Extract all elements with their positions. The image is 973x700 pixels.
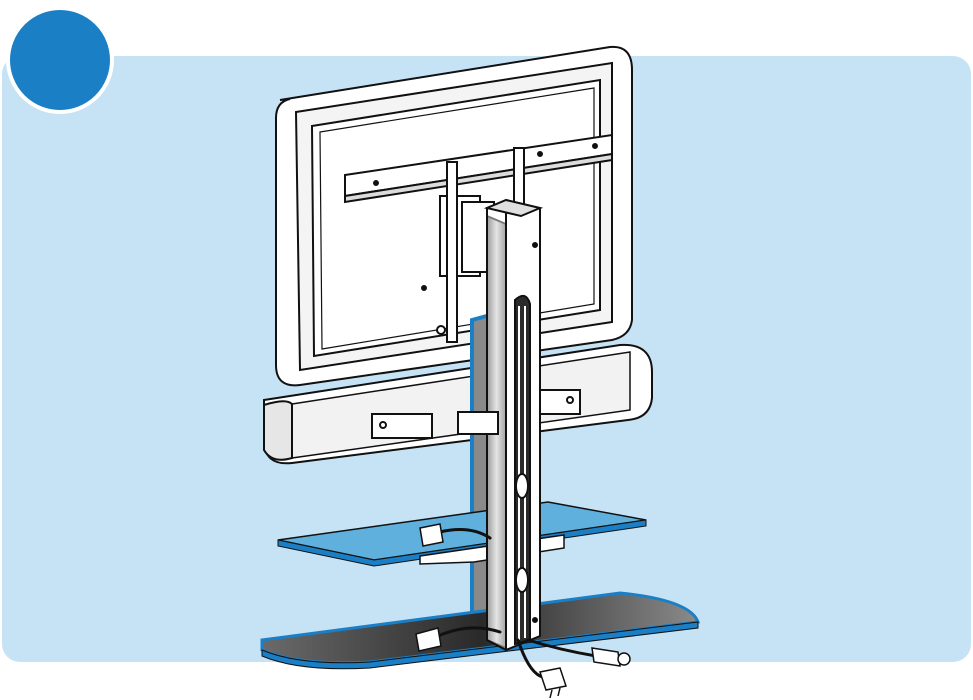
- power-plug-icon: [415, 523, 567, 699]
- stand-column-icon: [457, 198, 544, 652]
- cable-icon: [436, 528, 598, 682]
- glass-shelf-icon: [277, 501, 647, 567]
- tv-back-icon: [275, 45, 633, 387]
- step-badge: [6, 6, 114, 114]
- antenna-plug-icon: [591, 647, 631, 667]
